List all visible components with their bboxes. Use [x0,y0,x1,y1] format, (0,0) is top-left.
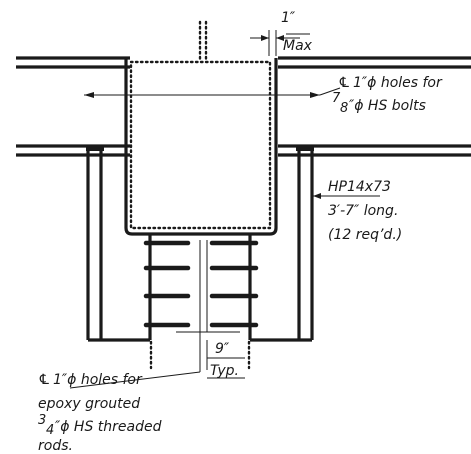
bolt-hole-leader [84,87,341,98]
gap-max-label: Max [283,38,313,54]
right-pile [248,145,314,342]
rod-frac-den: 4 [46,423,54,438]
rod-holes-line-2: epoxy grouted [38,396,140,412]
bolt-holes-line-1: 1″ϕ holes for [353,75,443,91]
bolt-frac-den: 8 [340,101,348,116]
bolt-frac-num: 7 [332,91,341,106]
pile-leader [313,193,380,199]
spacing-note-label: Typ. [210,363,239,379]
pile-length-label: 3′-7″ long. [328,203,398,219]
spacing-value-label: 9″ [215,341,230,357]
top-beam-flanges [16,56,471,69]
rod-holes-line-3: ″ϕ HS threaded [55,419,162,435]
left-pile [86,145,152,342]
rod-spacing-dimension [176,240,240,333]
box-walls [124,58,278,236]
rod-holes-line-4: rods. [38,438,73,454]
threaded-rods [143,240,259,328]
central-box [129,20,272,230]
rod-holes-line-1: 1″ϕ holes for [53,372,143,388]
rod-holes-leader [69,240,201,389]
gap-value-label: 1″ [281,10,296,26]
centerline-symbol-1: ℄ [338,75,351,91]
middle-beam-flanges [16,144,471,157]
pile-quantity-label: (12 req’d.) [328,227,402,243]
bolt-holes-line-2: ″ϕ HS bolts [349,98,426,114]
rod-frac-num: 3 [38,413,46,428]
pile-section-label: HP14x73 [328,179,391,195]
gap-dimension [250,30,310,56]
centerline-symbol-2: ℄ [38,372,51,388]
